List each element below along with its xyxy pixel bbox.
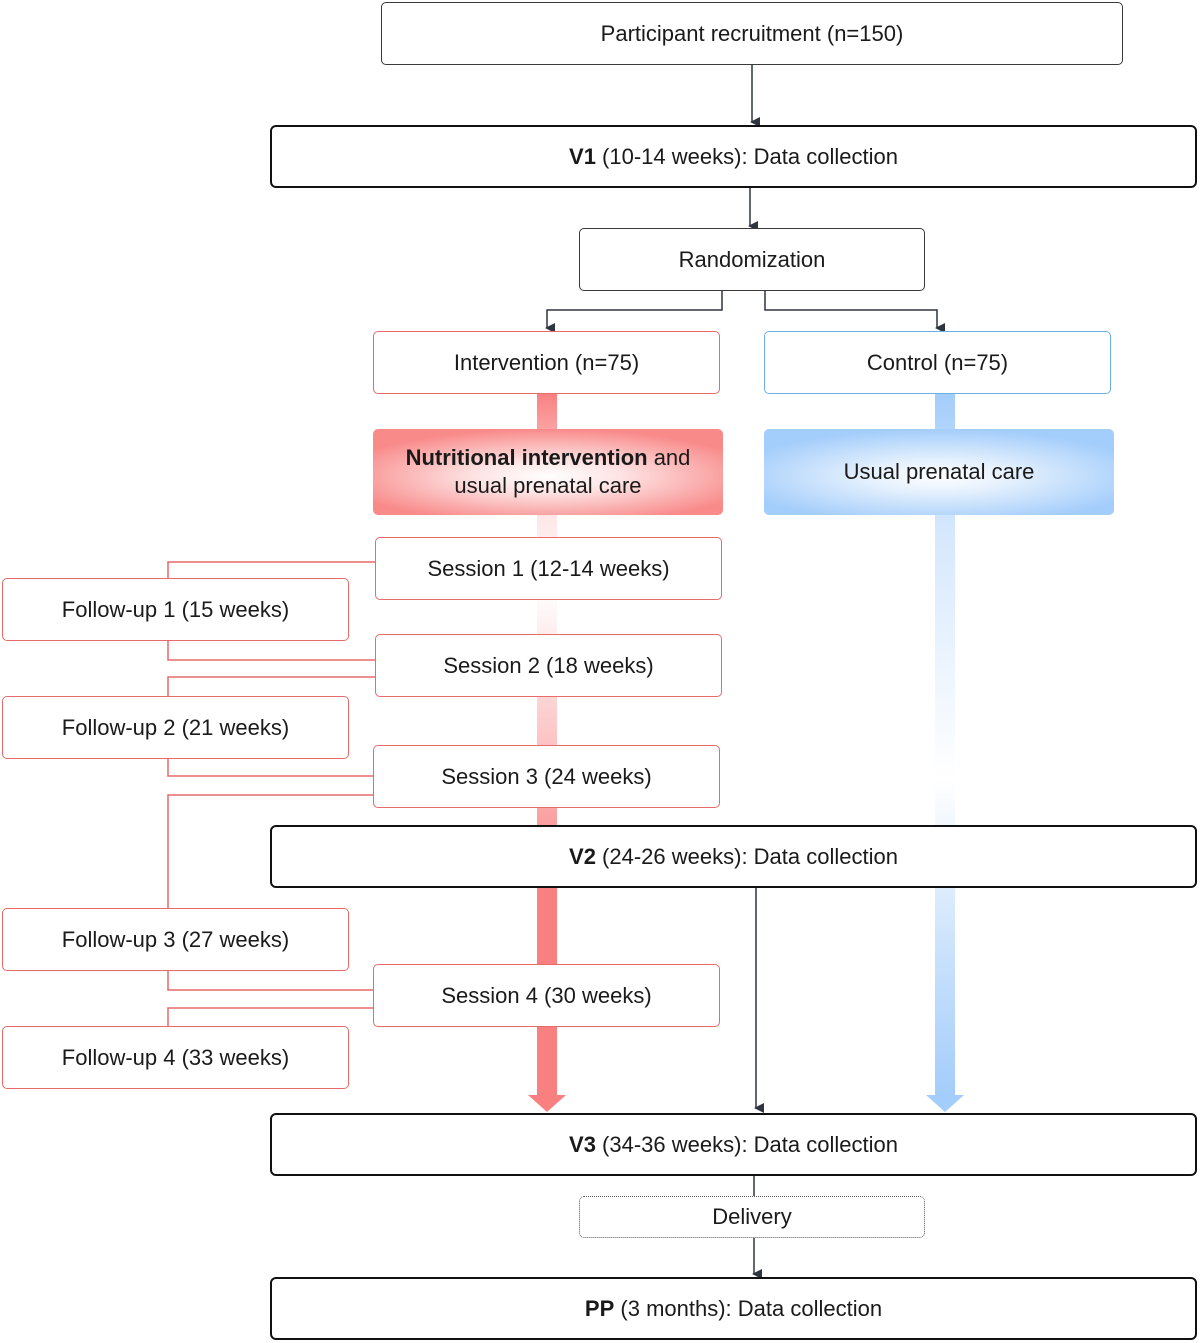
usual-care-label: Usual prenatal care	[843, 459, 1035, 484]
recruitment-box: Participant recruitment (n=150)	[381, 2, 1123, 65]
followup-connectors	[167, 561, 376, 1027]
followup-3-box: Follow-up 3 (27 weeks)	[2, 908, 349, 971]
nutritional-intervention-and: and	[647, 445, 691, 470]
session-1-box: Session 1 (12-14 weeks)	[375, 537, 722, 600]
v2-box: V2 (24-26 weeks): Data collection	[270, 825, 1197, 888]
randomization-label: Randomization	[678, 246, 826, 272]
v3-text: V3 (34-36 weeks): Data collection	[569, 1132, 898, 1158]
control-group-label: Control (n=75)	[866, 349, 1009, 375]
session-1-label: Session 1 (12-14 weeks)	[427, 555, 670, 581]
v1-box: V1 (10-14 weeks): Data collection	[270, 125, 1197, 188]
nutritional-intervention-text: Nutritional intervention and usual prena…	[406, 444, 691, 500]
pp-box: PP (3 months): Data collection	[270, 1277, 1197, 1340]
delivery-box: Delivery	[579, 1196, 925, 1238]
intervention-group-box: Intervention (n=75)	[373, 331, 720, 394]
followup-4-box: Follow-up 4 (33 weeks)	[2, 1026, 349, 1089]
v2-description: (24-26 weeks): Data collection	[595, 843, 898, 869]
v2-text: V2 (24-26 weeks): Data collection	[569, 844, 898, 870]
followup-3-label: Follow-up 3 (27 weeks)	[61, 926, 290, 952]
v1-description: (10-14 weeks): Data collection	[595, 143, 898, 169]
nutritional-intervention-bold: Nutritional intervention	[405, 445, 648, 470]
followup-2-label: Follow-up 2 (21 weeks)	[61, 714, 290, 740]
nutritional-intervention-box: Nutritional intervention and usual prena…	[373, 429, 723, 515]
followup-1-box: Follow-up 1 (15 weeks)	[2, 578, 349, 641]
v3-box: V3 (34-36 weeks): Data collection	[270, 1113, 1197, 1176]
v1-label: V1	[569, 143, 596, 169]
session-2-box: Session 2 (18 weeks)	[375, 634, 722, 697]
followup-2-box: Follow-up 2 (21 weeks)	[2, 696, 349, 759]
pp-text: PP (3 months): Data collection	[585, 1296, 882, 1322]
followup-1-label: Follow-up 1 (15 weeks)	[61, 596, 290, 622]
v2-label: V2	[569, 843, 596, 869]
session-2-label: Session 2 (18 weeks)	[443, 652, 654, 678]
session-4-label: Session 4 (30 weeks)	[441, 982, 652, 1008]
nutritional-intervention-line2: usual prenatal care	[454, 473, 642, 498]
control-flow-arrow	[926, 392, 964, 1112]
delivery-label: Delivery	[712, 1204, 792, 1229]
v1-text: V1 (10-14 weeks): Data collection	[569, 144, 898, 170]
v3-label: V3	[569, 1131, 596, 1157]
pp-description: (3 months): Data collection	[614, 1295, 883, 1321]
session-4-box: Session 4 (30 weeks)	[373, 964, 720, 1027]
usual-care-box: Usual prenatal care	[764, 429, 1114, 515]
pp-label: PP	[584, 1295, 615, 1321]
randomization-box: Randomization	[579, 228, 925, 291]
session-3-label: Session 3 (24 weeks)	[441, 763, 652, 789]
v3-description: (34-36 weeks): Data collection	[595, 1131, 898, 1157]
followup-4-label: Follow-up 4 (33 weeks)	[61, 1044, 290, 1070]
session-3-box: Session 3 (24 weeks)	[373, 745, 720, 808]
intervention-group-label: Intervention (n=75)	[453, 349, 640, 375]
main-connectors	[545, 64, 945, 1279]
recruitment-label: Participant recruitment (n=150)	[600, 20, 904, 46]
control-group-box: Control (n=75)	[764, 331, 1111, 394]
